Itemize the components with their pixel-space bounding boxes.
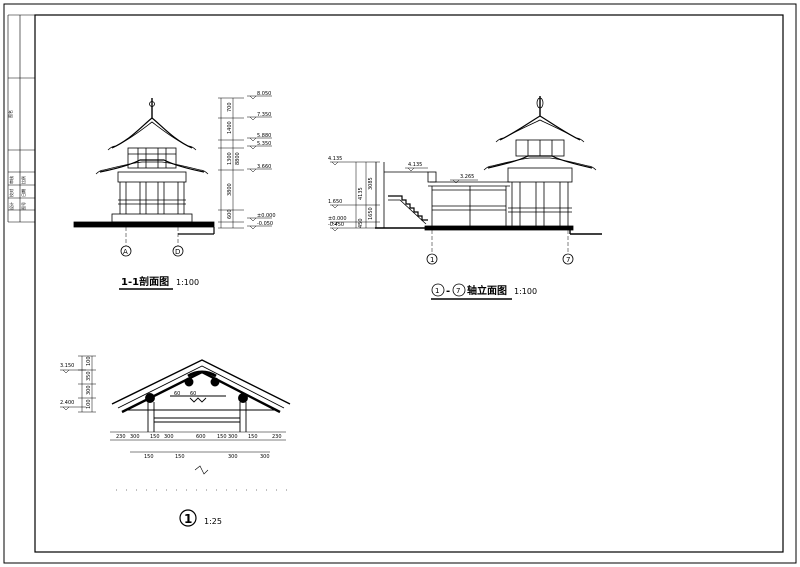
elev-level-3: 1.650	[328, 199, 342, 205]
title-block-labels: 图名 审核 校对 设计 比例 日期 图号	[7, 110, 26, 210]
section-dim-chain	[218, 97, 244, 229]
detail-mid-dims: 60 60	[174, 391, 196, 397]
detail-top-dims: 230 300 150 300 600 150 300 150 230	[116, 434, 282, 440]
inner-frame	[34, 14, 784, 553]
detail-title: 1 1:25	[179, 509, 222, 527]
sdim-0: 700	[227, 102, 233, 112]
title-block	[7, 14, 35, 223]
detail-number: 1	[184, 512, 192, 526]
detail-bdim-1: 150	[175, 454, 185, 460]
elevation-dim-chain	[330, 161, 478, 232]
detail-ldim-2: 300	[86, 385, 92, 395]
tb-label-3: 设计	[8, 202, 14, 210]
section-dim-texts: 700 1400 1300 8800 3800 600	[227, 102, 241, 219]
tb-label-4: 比例	[20, 176, 26, 184]
elev-level-4: ±0.000	[328, 216, 347, 222]
edim-2: 1650	[368, 207, 374, 220]
edim-0: 3085	[368, 177, 374, 190]
axis-label-D: D	[175, 248, 180, 256]
detail-tdim-5: 150	[217, 434, 227, 440]
section-drawing	[73, 98, 215, 257]
axis-label-7: 7	[566, 256, 570, 264]
axis-bubble-7	[562, 253, 574, 265]
detail-tdim-7: 150	[248, 434, 258, 440]
sdim-1: 1400	[227, 121, 233, 134]
elev-title-num-1: 1	[435, 287, 439, 295]
elev-3: 5.350	[257, 141, 271, 147]
outer-frame	[3, 3, 797, 564]
axis-label-1: 1	[430, 256, 434, 264]
detail-ldim-3: 100	[86, 399, 92, 409]
elev-6: -0.050	[257, 221, 273, 227]
tb-label-5: 日期	[20, 189, 26, 197]
edim-3: 450	[358, 218, 364, 228]
detail-tdim-8: 230	[272, 434, 282, 440]
sdim-3: 8800	[235, 152, 241, 165]
detail-mdim-0: 60	[174, 391, 180, 397]
elev-5: ±0.000	[257, 213, 276, 219]
detail-level-0: 3.150	[60, 363, 74, 369]
elevation-level-labels: 4.135 4.135 3.265 1.650 ±0.000 -0.450	[328, 156, 474, 228]
tb-label-6: 图号	[20, 202, 26, 210]
elev-2: 5.880	[257, 133, 271, 139]
tb-label-1: 审核	[8, 176, 14, 184]
elevation-dim-texts: 3085 4135 1650 450	[358, 177, 374, 228]
elev-level-0: 4.135	[328, 156, 342, 162]
detail-bottom-dims: 150 150 300 300	[144, 454, 270, 460]
axis-label-A: A	[123, 248, 128, 256]
tb-label-0: 图名	[7, 110, 13, 118]
elev-0: 8.050	[257, 91, 271, 97]
detail-tdim-0: 230	[116, 434, 126, 440]
detail-levels: 3.150 2.400	[60, 363, 74, 406]
detail-bdim-3: 300	[260, 454, 270, 460]
section-elev-markers	[247, 95, 272, 230]
detail-mdim-1: 60	[190, 391, 196, 397]
elev-title-num-7: 7	[456, 287, 460, 295]
detail-scale: 1:25	[204, 517, 222, 526]
tb-label-2: 校对	[8, 189, 14, 197]
detail-tdim-1: 300	[130, 434, 140, 440]
detail-tdim-4: 600	[196, 434, 206, 440]
detail-tdim-3: 300	[164, 434, 174, 440]
detail-left-dims: 100 350 300 100	[86, 356, 92, 409]
elevation-title: 1 - 7 轴立面图 1:100	[431, 283, 537, 300]
detail-tdim-6: 300	[228, 434, 238, 440]
sdim-5: 600	[227, 209, 233, 219]
elev-title-dash: -	[446, 286, 450, 297]
sdim-2: 1300	[227, 152, 233, 165]
elev-level-2: 3.265	[460, 174, 474, 180]
detail-tdim-2: 150	[150, 434, 160, 440]
elev-level-1: 4.135	[408, 162, 422, 168]
axis-bubble-A	[120, 245, 132, 257]
elevation-drawing	[375, 96, 602, 265]
axis-bubble-D	[172, 245, 184, 257]
detail-ldim-0: 100	[86, 356, 92, 366]
section-ground	[73, 221, 215, 228]
section-title: 1-1剖面图	[121, 275, 169, 288]
detail-drawing	[60, 355, 291, 475]
elev-title-text: 轴立面图	[467, 284, 507, 297]
axis-bubble-1	[426, 253, 438, 265]
elev-title-scale: 1:100	[514, 287, 537, 296]
section-scale: 1:100	[176, 278, 199, 287]
detail-ldim-1: 350	[86, 371, 92, 381]
detail-bdim-0: 150	[144, 454, 154, 460]
detail-level-1: 2.400	[60, 400, 74, 406]
elev-level-5: -0.450	[328, 222, 344, 228]
detail-bdim-2: 300	[228, 454, 238, 460]
edim-1: 4135	[358, 187, 364, 200]
elev-4: 3.660	[257, 164, 271, 170]
sdim-4: 3800	[227, 183, 233, 196]
elev-1: 7.350	[257, 112, 271, 118]
section-elevation-labels: 8.050 7.350 5.880 5.350 3.660 ±0.000 -0.…	[257, 91, 276, 227]
